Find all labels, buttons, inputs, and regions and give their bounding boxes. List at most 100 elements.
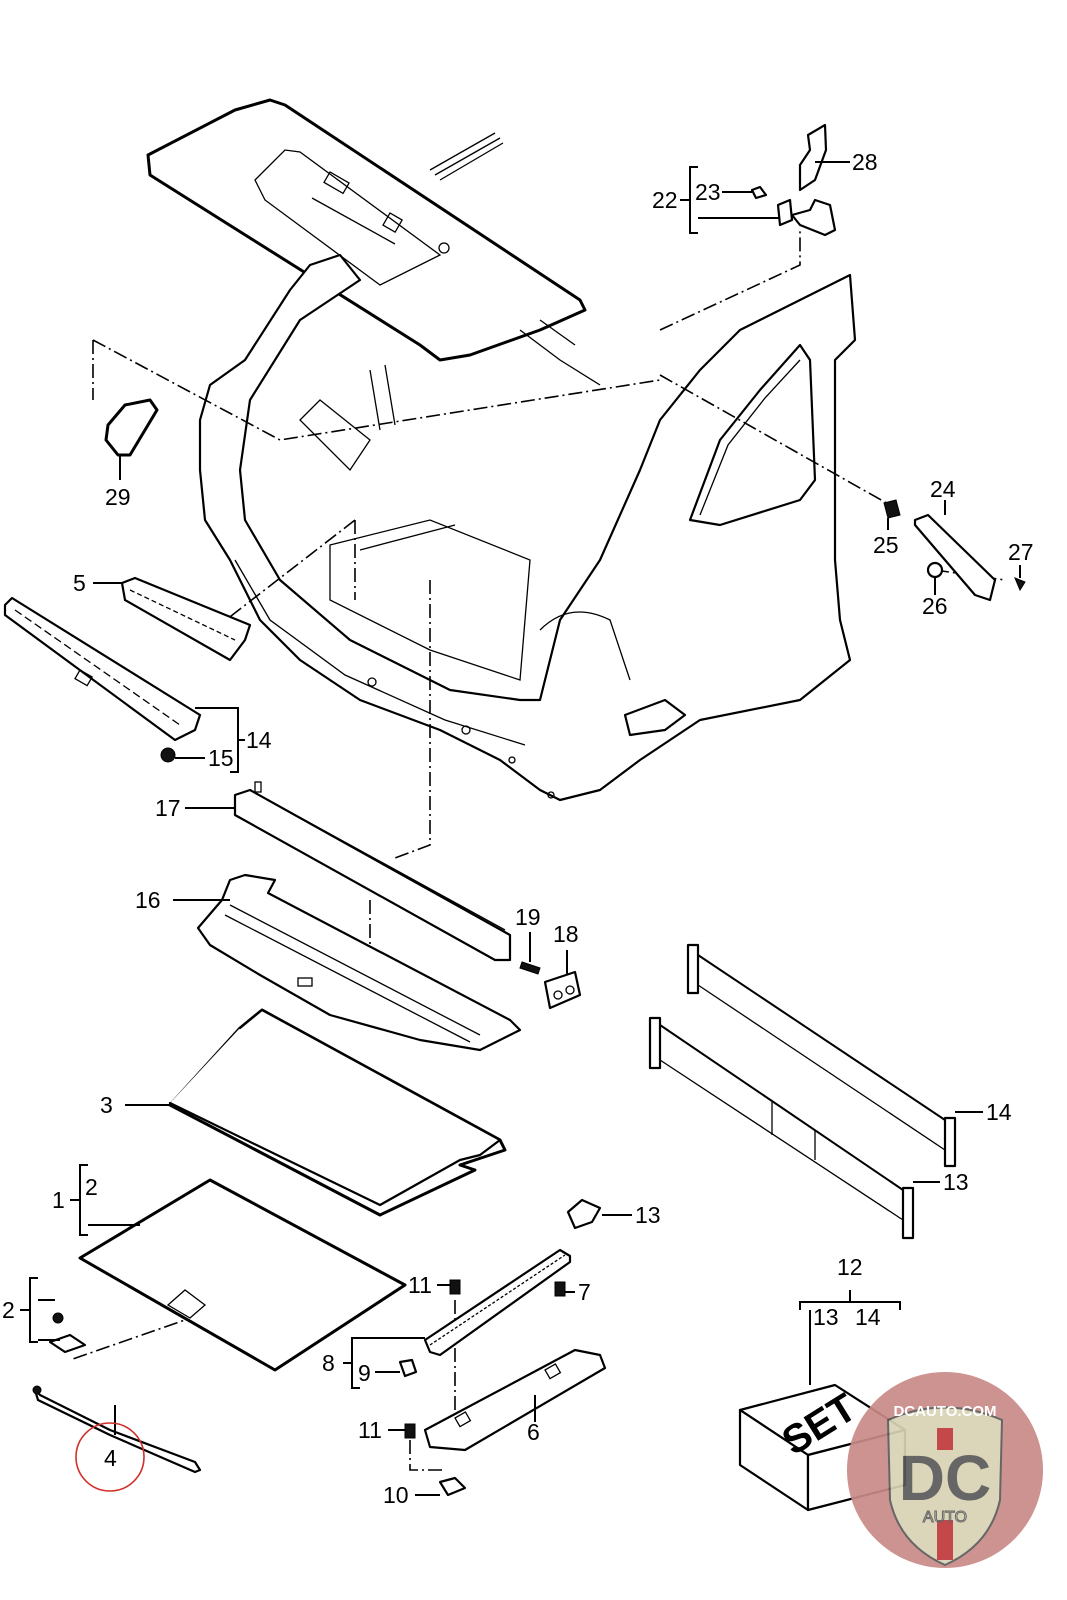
net-15-post-left	[648, 1016, 662, 1070]
rear-window-inner	[699, 359, 801, 516]
part-10-bracket[interactable]	[438, 1476, 467, 1497]
callout-27[interactable]: 27	[1008, 539, 1034, 565]
callout-26[interactable]: 26	[922, 593, 948, 619]
part-14-cargo-net[interactable]	[686, 943, 957, 1168]
body-hole	[461, 725, 471, 735]
part-18-handle	[297, 977, 313, 987]
callout-1[interactable]: 1	[52, 1187, 65, 1213]
callout-20[interactable]: 18	[553, 921, 579, 947]
rear-wheel-arch	[539, 611, 631, 681]
part-22-bracket[interactable]	[790, 198, 837, 237]
part-8-rail-teeth	[429, 1254, 566, 1346]
part-8-rail[interactable]	[423, 1248, 572, 1357]
part-23-screw[interactable]	[750, 185, 768, 200]
part-6-rail-cover[interactable]	[423, 1348, 607, 1452]
callout-6[interactable]: 6	[527, 1419, 540, 1445]
assembly-line-10	[409, 1440, 445, 1471]
part-15-cargo-net[interactable]	[648, 1016, 915, 1240]
part-26-bushing[interactable]	[926, 561, 944, 579]
callout-11-lower[interactable]: 11	[358, 1417, 382, 1443]
watermark-stripe-bottom	[937, 1520, 953, 1560]
part-18-cargo-cover[interactable]	[196, 873, 522, 1052]
watermark-shield	[886, 1406, 1004, 1567]
part-1-handle-recess	[166, 1289, 207, 1319]
tailgate-lock	[438, 242, 450, 254]
watermark-site: DCAUTO.COM	[893, 1403, 996, 1420]
interior-strut	[369, 364, 396, 431]
part-25-clip[interactable]	[883, 499, 901, 519]
net-14-post-left	[686, 943, 700, 995]
assembly-line-19	[394, 580, 431, 859]
interior-parcel-shelf-line	[519, 319, 601, 386]
callout-21[interactable]: 19	[515, 904, 541, 930]
part-29-cover[interactable]	[104, 398, 159, 457]
callout-11-upper[interactable]: 11	[408, 1272, 432, 1298]
part-4-rod-end	[32, 1385, 42, 1395]
part-28-bracket[interactable]	[798, 123, 828, 192]
callout-leaders	[20, 161, 1021, 1496]
net-15-bottom	[659, 1059, 904, 1221]
car-body	[146, 98, 857, 802]
callout-14[interactable]: 14	[986, 1099, 1012, 1125]
tailgate-window-recess	[254, 149, 442, 286]
body-hole	[547, 791, 555, 799]
cargo-floor	[329, 519, 531, 681]
bumper-line-lower	[234, 559, 526, 746]
callout-19[interactable]: 17	[155, 795, 181, 821]
assembly-line-29	[92, 339, 661, 441]
net-15-top	[659, 1024, 904, 1191]
part-7-clip[interactable]	[554, 1281, 566, 1297]
callout-12-sub-13[interactable]: 13	[813, 1304, 839, 1330]
callout-24[interactable]: 24	[930, 476, 956, 502]
highlight-circle-4	[75, 1422, 145, 1492]
part-22-clip[interactable]	[776, 198, 794, 227]
part-4-rod[interactable]	[33, 1388, 202, 1474]
watermark-logo: DCAUTO.COM DC AUTO	[847, 1372, 1043, 1568]
part-20-hole	[565, 985, 575, 995]
part-5-bracket[interactable]	[120, 576, 252, 662]
part-11-bolt-upper[interactable]	[449, 1279, 461, 1295]
callout-8[interactable]: 8	[322, 1350, 335, 1376]
callout-28[interactable]: 28	[852, 149, 878, 175]
part-24-trim[interactable]	[913, 513, 997, 602]
callout-18[interactable]: 16	[135, 887, 161, 913]
callout-17[interactable]: 15	[208, 745, 234, 771]
callout-2-lower[interactable]: 2	[2, 1297, 15, 1323]
cargo-floor-edge	[359, 524, 456, 551]
part-2-handle[interactable]	[48, 1333, 87, 1354]
tailgate	[146, 98, 587, 362]
callout-22[interactable]: 22	[652, 187, 678, 213]
callout-5[interactable]: 5	[73, 570, 86, 596]
callout-16[interactable]: 14	[246, 727, 272, 753]
part-1-floor-panel[interactable]	[78, 1178, 407, 1372]
callout-9[interactable]: 9	[358, 1360, 371, 1386]
rear-quarter-window	[688, 343, 817, 527]
callout-7[interactable]: 7	[578, 1279, 591, 1305]
part-17-clip[interactable]	[160, 747, 176, 763]
callout-29[interactable]: 29	[105, 484, 131, 510]
part-21-screw[interactable]	[519, 961, 541, 975]
part-5-ribs	[129, 589, 236, 641]
part-20-bracket[interactable]	[543, 970, 582, 1010]
callout-4[interactable]: 4	[104, 1445, 117, 1471]
watermark-sub: AUTO	[923, 1509, 967, 1526]
part-13-anchor[interactable]	[566, 1198, 602, 1230]
callout-12-sub-14[interactable]: 14	[855, 1304, 881, 1330]
callout-3[interactable]: 3	[100, 1092, 113, 1118]
part-2-screw[interactable]	[52, 1312, 64, 1324]
callout-10[interactable]: 10	[383, 1482, 409, 1508]
callout-15[interactable]: 13	[943, 1169, 969, 1195]
callout-23[interactable]: 23	[695, 179, 721, 205]
callout-13[interactable]: 13	[635, 1202, 661, 1228]
part-16-sill-plate[interactable]	[3, 596, 202, 742]
callout-25[interactable]: 25	[873, 532, 899, 558]
watermark-letters: DC	[899, 1442, 991, 1514]
part-27-screw[interactable]	[1014, 577, 1026, 592]
part-16-badge	[74, 669, 94, 687]
part-11-bolt-lower[interactable]	[404, 1423, 416, 1439]
tailgate-handle	[323, 171, 350, 195]
part-9-cap[interactable]	[398, 1358, 418, 1378]
body-hole	[367, 677, 377, 687]
callout-12[interactable]: 12	[837, 1254, 863, 1280]
callout-2-upper[interactable]: 2	[85, 1174, 98, 1200]
